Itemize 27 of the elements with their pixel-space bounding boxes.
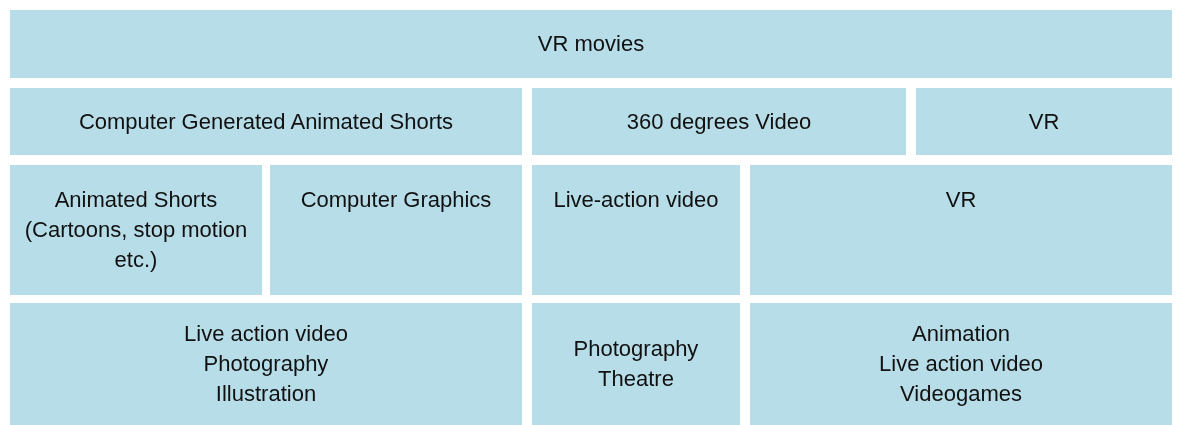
category-box [10, 10, 1172, 78]
category-label: VR [945, 186, 977, 214]
category-label: Live-action video [553, 186, 719, 214]
category-label: 360 degrees Video [626, 107, 812, 136]
category-box [916, 88, 1172, 155]
category-label: Videogames [900, 380, 1022, 408]
category-box [270, 165, 522, 295]
category-box [532, 88, 906, 155]
category-label: Animated Shorts (Cartoons, stop motion etc.) [23, 186, 249, 274]
category-box [750, 303, 1172, 425]
category-box [532, 303, 740, 425]
category-box [532, 165, 740, 295]
category-label: Illustration [215, 380, 317, 408]
category-box [10, 88, 522, 155]
category-label: Live action video [184, 320, 348, 348]
category-box [750, 165, 1172, 295]
category-label: Photography [573, 335, 699, 363]
category-label: Theatre [598, 365, 674, 393]
category-label: VR [1028, 107, 1060, 136]
category-label: Photography [203, 350, 329, 378]
category-label: Live action video [879, 350, 1043, 378]
category-box [10, 165, 262, 295]
category-label: VR movies [537, 30, 645, 58]
category-label: Animation [912, 320, 1010, 348]
category-label: Computer Generated Animated Shorts [78, 107, 454, 136]
category-box [10, 303, 522, 425]
category-label: Computer Graphics [300, 186, 492, 214]
